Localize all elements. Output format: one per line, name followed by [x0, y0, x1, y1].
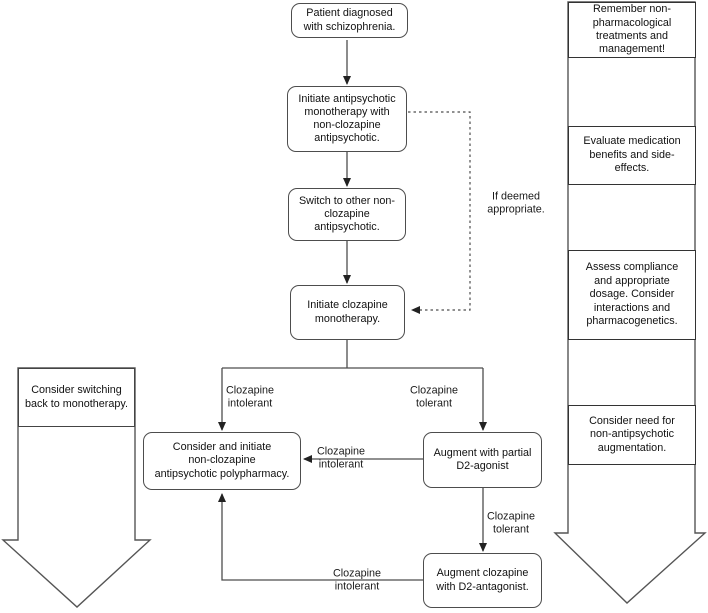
right-arrow-segment-non-antipsychotic-augmentation: Consider need for non-antipsychotic augm…: [568, 405, 696, 465]
node-patient-diagnosed: Patient diagnosed with schizophrenia.: [291, 3, 408, 38]
label-clozapine-intolerant-bottom: Clozapine intolerant: [332, 567, 382, 593]
edge-augment-clozapine-to-polypharmacy: [218, 493, 423, 581]
label-clozapine-intolerant-mid: Clozapine intolerant: [316, 445, 366, 471]
node-initiate-clozapine-monotherapy: Initiate clozapine monotherapy.: [290, 285, 405, 340]
label-clozapine-intolerant-left: Clozapine intolerant: [225, 384, 275, 410]
edge-if-deemed-appropriate-dashed: [408, 111, 471, 314]
label-clozapine-tolerant-down: Clozapine tolerant: [486, 510, 536, 536]
label-if-deemed-appropriate: If deemed appropriate.: [487, 190, 545, 216]
node-augment-clozapine-d2-antagonist: Augment clozapine with D2-antagonist.: [423, 553, 542, 608]
right-arrow-segment-evaluate-benefits: Evaluate medication benefits and side- e…: [568, 126, 696, 185]
node-antipsychotic-polypharmacy: Consider and initiate non-clozapine anti…: [143, 432, 301, 490]
label-clozapine-tolerant-right: Clozapine tolerant: [409, 384, 459, 410]
node-augment-partial-d2-agonist: Augment with partial D2-agonist: [423, 432, 542, 488]
node-switch-non-clozapine: Switch to other non- clozapine antipsych…: [288, 188, 406, 241]
right-arrow-segment-assess-compliance: Assess compliance and appropriate dosage…: [568, 250, 696, 340]
right-arrow-segment-non-pharmacological: Remember non- pharmacological treatments…: [568, 2, 696, 58]
big-left-arrow: [1, 367, 152, 608]
node-initiate-antipsychotic-monotherapy: Initiate antipsychotic monotherapy with …: [287, 86, 407, 152]
left-arrow-consider-switching-box: Consider switching back to monotherapy.: [18, 368, 135, 427]
